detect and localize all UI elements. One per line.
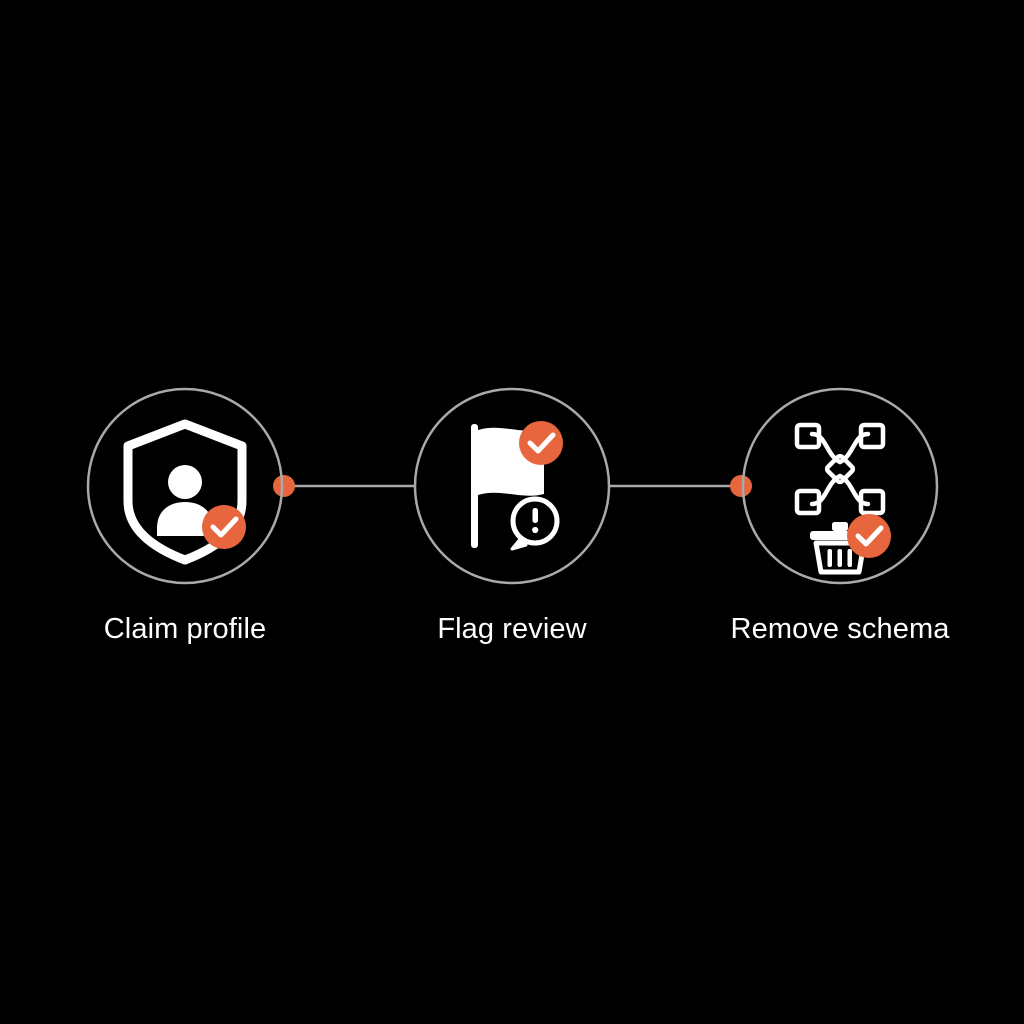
schema-node-top-right [858, 422, 886, 450]
step-circle[interactable] [741, 387, 939, 585]
badge-circle [202, 505, 246, 549]
step-node-claim-profile[interactable]: Claim profile [86, 387, 284, 645]
schema-node-top-left [794, 422, 822, 450]
check-icon [527, 432, 556, 454]
alert-bubble-tail [510, 536, 528, 551]
trash-line-3 [847, 549, 852, 567]
step-circle[interactable] [413, 387, 611, 585]
person-head [168, 465, 202, 499]
badge-circle [519, 421, 563, 465]
connector-2-3 [609, 475, 752, 497]
connector-1-2 [273, 475, 415, 497]
person-body [157, 502, 213, 536]
trash-line-1 [827, 549, 832, 567]
trash-body [813, 540, 867, 575]
step-node-flag-review[interactable]: Flag review [413, 387, 611, 645]
step-label-flag-review: Flag review [437, 613, 587, 645]
flag-pole [471, 424, 478, 548]
connector-dot [730, 475, 752, 497]
alert-bubble [510, 496, 560, 546]
schema-node-bottom-left [794, 488, 822, 516]
schema-node-bottom-right [858, 488, 886, 516]
check-badge [202, 505, 246, 549]
schema-trash-icon [794, 422, 886, 575]
exclamation-stem [532, 508, 538, 523]
trash-line-2 [837, 549, 842, 567]
step-label-remove-schema: Remove schema [731, 613, 951, 645]
step-circle[interactable] [86, 387, 284, 585]
connector-dot [273, 475, 295, 497]
step-node-remove-schema[interactable]: Remove schema [731, 387, 951, 645]
schema-node-center [824, 453, 856, 485]
check-badge [519, 421, 563, 465]
check-badge [847, 514, 891, 558]
exclamation-dot [532, 526, 539, 534]
check-icon [210, 516, 239, 538]
step-label-claim-profile: Claim profile [104, 613, 266, 645]
check-icon [855, 525, 884, 547]
badge-circle [847, 514, 891, 558]
trash-handle [832, 522, 848, 531]
